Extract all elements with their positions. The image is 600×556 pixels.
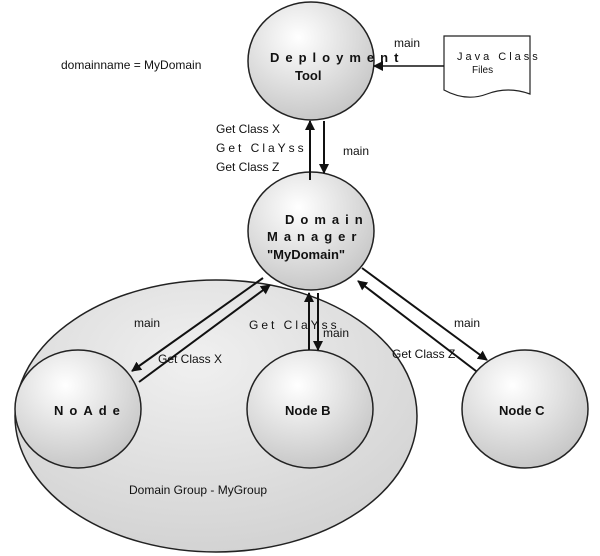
java-files-line2: Files: [472, 65, 493, 76]
arrow-node-c-to-dm: [357, 280, 477, 372]
label-main-files: main: [394, 36, 420, 50]
arrow-dm-to-node-c: [361, 267, 488, 361]
arrow-dm-to-node-a: [131, 277, 264, 372]
label-get-class-x-top: Get Class X: [216, 122, 280, 136]
node-a-title: NoAde: [54, 403, 126, 418]
deployment-tool-subtitle: Tool: [295, 68, 321, 83]
node-c: [461, 349, 589, 469]
java-class-files-document: [443, 35, 531, 98]
node-c-title: Node C: [499, 403, 545, 418]
domain-group-label: Domain Group - MyGroup: [129, 483, 267, 497]
label-main-node-c: main: [454, 316, 480, 330]
label-main-node-a: main: [134, 316, 160, 330]
label-main-dt-dm: main: [343, 144, 369, 158]
domain-manager-name: "MyDomain": [267, 247, 345, 262]
domainname-annotation: domainname = MyDomain: [61, 58, 201, 72]
arrow-node-a-to-dm: [138, 284, 271, 383]
label-get-class-x-node-a: Get Class X: [158, 352, 222, 366]
deployment-tool-title: Deployment: [270, 50, 404, 65]
label-get-class-z-top: Get Class Z: [216, 160, 279, 174]
node-a: [14, 349, 142, 469]
label-get-class-y-top: Get ClaYss: [216, 141, 307, 155]
java-files-line1: Java Class: [457, 51, 541, 63]
domain-manager-title: Domain: [285, 212, 369, 227]
label-main-node-b: main: [323, 326, 349, 340]
node-b-title: Node B: [285, 403, 331, 418]
label-get-class-z-node-c: Get Class Z: [392, 347, 455, 361]
label-get-class-y-node-b: Get ClaYss: [249, 318, 340, 332]
domain-manager-title2: Manager: [267, 229, 362, 244]
